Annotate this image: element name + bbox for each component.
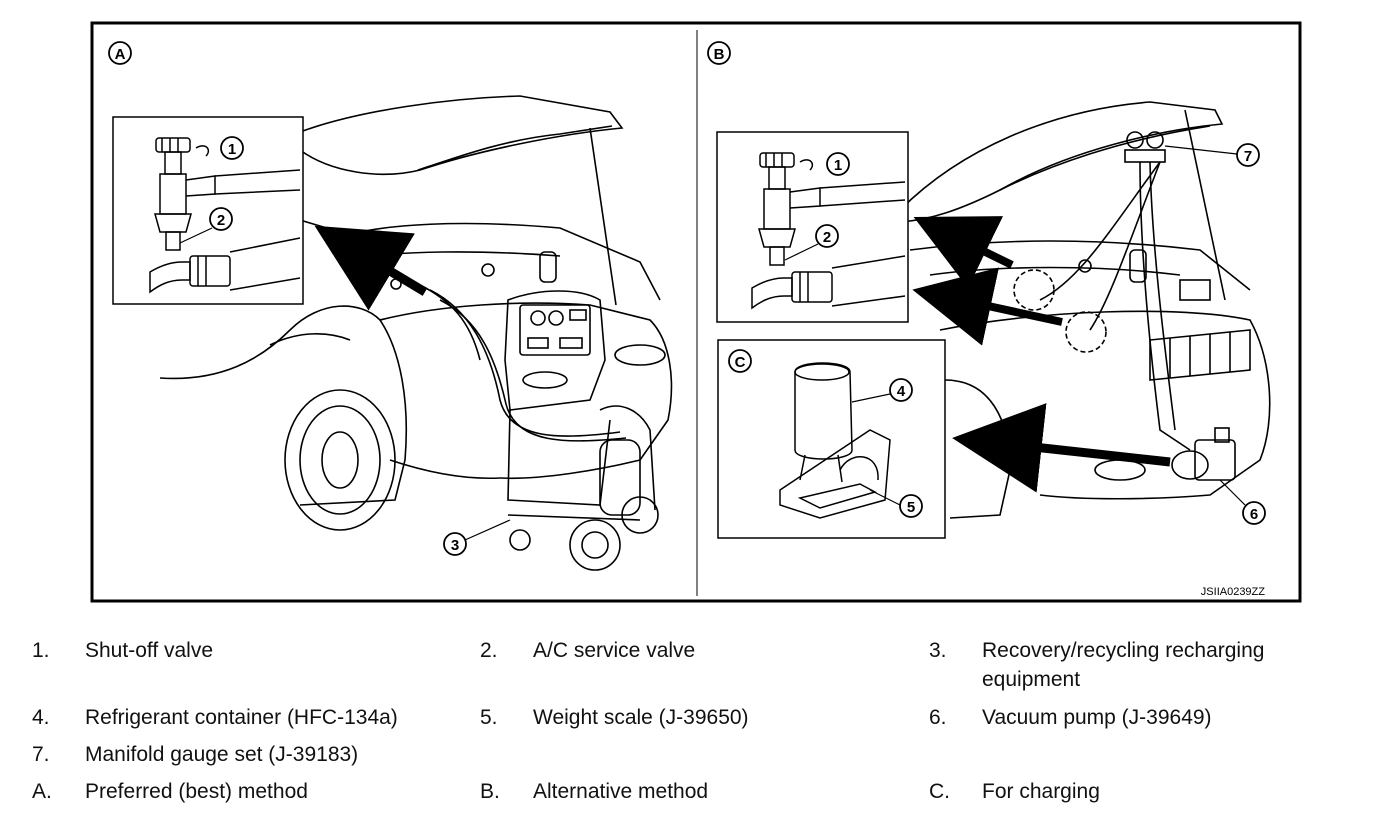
valve-illustration-a — [149, 137, 301, 294]
callouts: 1 2 3 1 2 4 — [179, 136, 1266, 556]
callout-2-b: 2 — [784, 224, 839, 261]
legend-num-2: 2. — [480, 639, 498, 662]
panel-a: A — [108, 41, 673, 571]
diagram-figure: A — [90, 21, 1302, 603]
legend-num-4: 4. — [32, 706, 50, 729]
legend-num-1: 1. — [32, 639, 50, 662]
callout-3: 3 — [443, 519, 511, 556]
panel-a-badge — [108, 41, 132, 65]
svg-text:7: 7 — [1244, 148, 1252, 165]
svg-text:2: 2 — [823, 229, 831, 246]
valve-illustration-b — [751, 152, 906, 310]
legend-text-3: Recovery/recycling recharging — [982, 639, 1265, 662]
legend-text-2: A/C service valve — [533, 639, 696, 662]
legend-num-c: C. — [929, 780, 950, 803]
callout-5: 5 — [869, 489, 923, 518]
arrow-b-upper — [913, 216, 1014, 289]
legend-text-b: Alternative method — [533, 780, 709, 803]
legend-text-4: Refrigerant container (HFC-134a) — [85, 706, 398, 729]
panel-b: B — [707, 41, 1271, 539]
figure-frame — [90, 21, 1302, 603]
legend-num-b: B. — [480, 780, 500, 803]
panel-c-badge — [728, 349, 752, 373]
legend-num-6: 6. — [929, 706, 947, 729]
legend-text-1: Shut-off valve — [85, 639, 214, 662]
svg-text:6: 6 — [1250, 506, 1258, 523]
panel-a-label: A — [115, 46, 126, 63]
svg-text:1: 1 — [228, 141, 236, 158]
legend-text-a: Preferred (best) method — [85, 780, 308, 803]
svg-text:2: 2 — [217, 212, 225, 229]
svg-text:3: 3 — [451, 537, 459, 554]
panel-b-badge — [707, 41, 731, 65]
arrow-a — [314, 225, 428, 311]
recovery-recycling-equipment — [419, 284, 659, 571]
legend-num-3: 3. — [929, 639, 947, 662]
inset-valve-b — [716, 131, 909, 323]
callout-4: 4 — [851, 378, 913, 403]
legend-text-6: Vacuum pump (J-39649) — [982, 706, 1212, 729]
legend-num-a: A. — [32, 780, 52, 803]
legend-text-5: Weight scale (J-39650) — [533, 706, 749, 729]
panel-c-label: C — [735, 354, 746, 371]
legend-text-3-line2: equipment — [982, 668, 1081, 691]
charging-illustration — [779, 362, 891, 519]
figure-code: JSIIA0239ZZ — [1201, 586, 1265, 598]
callout-1-a: 1 — [220, 136, 244, 160]
callout-1-b: 1 — [826, 152, 850, 176]
callout-7: 7 — [1164, 143, 1260, 167]
legend-num-7: 7. — [32, 743, 50, 766]
svg-text:1: 1 — [834, 157, 842, 174]
callout-6: 6 — [1219, 479, 1266, 525]
legend-text-7: Manifold gauge set (J-39183) — [85, 743, 359, 766]
panel-b-label: B — [714, 46, 725, 63]
legend: 1. Shut-off valve 2. A/C service valve 3… — [0, 628, 1376, 820]
callout-2-a: 2 — [179, 207, 233, 244]
svg-text:5: 5 — [907, 499, 915, 516]
legend-num-5: 5. — [480, 706, 498, 729]
legend-text-c: For charging — [982, 780, 1100, 803]
svg-text:4: 4 — [897, 383, 906, 400]
arrow-b-pump — [952, 403, 1171, 493]
inset-valve-a — [112, 116, 304, 305]
arrow-b-lower — [912, 267, 1063, 346]
